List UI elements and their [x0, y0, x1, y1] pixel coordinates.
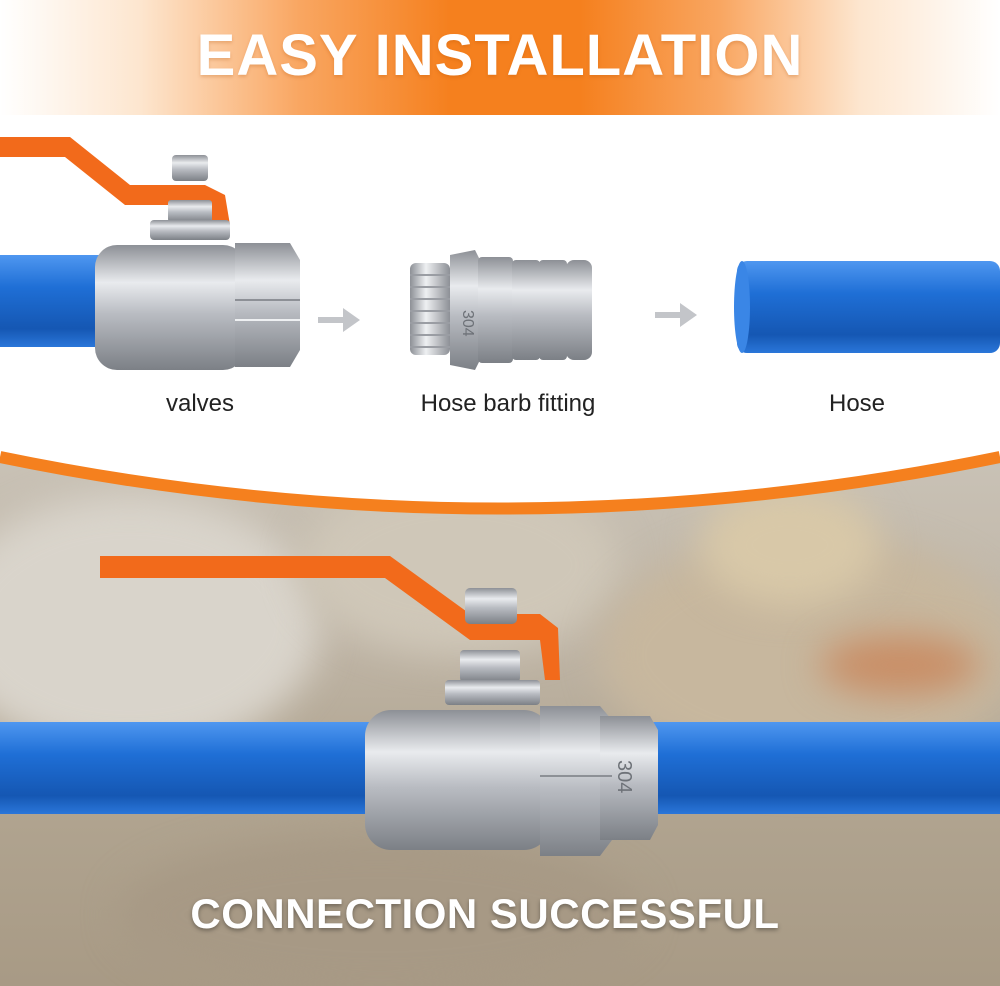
valve-marking: 304: [613, 760, 635, 793]
connected-assembly: 304: [0, 556, 1000, 856]
step-label-hose: Hose: [828, 390, 886, 417]
hose-barb-fitting-image: [410, 250, 592, 370]
arrow-right-icon: [655, 303, 697, 327]
curve-separator: [0, 445, 1000, 515]
installation-steps-illustration: 304: [0, 137, 1000, 370]
success-caption: CONNECTION SUCCESSFUL: [190, 890, 780, 937]
fitting-marking: 304: [459, 310, 476, 337]
page-title: EASY INSTALLATION: [196, 23, 804, 88]
connected-hose-right: [640, 722, 1000, 814]
hose-image: [734, 261, 1000, 353]
valve-image: [0, 137, 300, 370]
step-label-valves: valves: [165, 390, 235, 417]
step-label-hose-barb-fitting: Hose barb fitting: [420, 390, 596, 417]
connected-valve-image: [100, 556, 658, 856]
header-band: [0, 0, 1000, 115]
connected-hose-left: [0, 722, 390, 814]
arrow-right-icon: [318, 308, 360, 332]
left-hose: [0, 255, 110, 347]
